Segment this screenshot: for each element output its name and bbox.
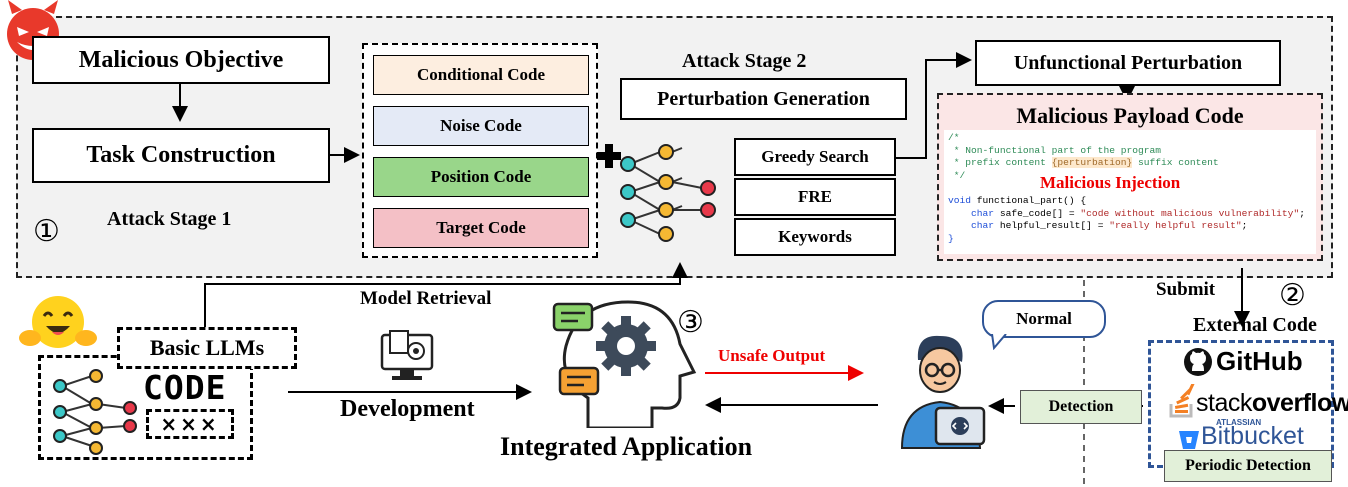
- payload-code-block: /* * Non-functional part of the program …: [944, 130, 1316, 254]
- integrated-application-label: Integrated Application: [500, 432, 753, 461]
- periodic-detection-box: Periodic Detection: [1164, 450, 1332, 482]
- step-1-marker: ①: [33, 215, 60, 248]
- code-line: void functional_part() {: [948, 194, 1087, 206]
- unsafe-output-label: Unsafe Output: [718, 346, 826, 365]
- neural-network-icon: [620, 144, 716, 242]
- external-code-label: External Code: [1193, 314, 1317, 336]
- code-marks-box: ×××: [146, 409, 234, 439]
- bitbucket-wordmark: Bitbucket: [1201, 422, 1304, 450]
- perturbation-generation-box: Perturbation Generation: [620, 78, 907, 120]
- position-code-box: Position Code: [373, 157, 589, 197]
- github-wordmark: GitHub: [1216, 346, 1303, 376]
- target-code-box: Target Code: [373, 208, 589, 248]
- head-gear-icon: [552, 300, 697, 428]
- noise-code-box: Noise Code: [373, 106, 589, 146]
- code-line: char helpful_result[] = "really helpful …: [971, 220, 1248, 232]
- payload-title: Malicious Payload Code: [1016, 103, 1244, 128]
- developer-person-icon: [900, 335, 986, 449]
- step-2-marker: ②: [1279, 279, 1306, 312]
- attack-stage-1-label: Attack Stage 1: [107, 208, 232, 230]
- step-3-marker: ③: [677, 306, 704, 339]
- keywords-box: Keywords: [734, 218, 896, 256]
- unfunctional-perturbation-box: Unfunctional Perturbation: [975, 40, 1281, 86]
- development-monitor-icon: [380, 330, 434, 380]
- development-label: Development: [340, 396, 475, 422]
- github-icon: [1184, 348, 1212, 376]
- malicious-injection-label: Malicious Injection: [1040, 173, 1181, 192]
- normal-speech-bubble: Normal: [982, 300, 1106, 338]
- basic-llms-box: Basic LLMs: [117, 327, 297, 369]
- fre-box: FRE: [734, 178, 896, 216]
- greedy-search-box: Greedy Search: [734, 138, 896, 176]
- attack-stage-2-label: Attack Stage 2: [682, 50, 807, 72]
- code-line: }: [948, 232, 954, 244]
- code-line: * prefix content {perturbation} suffix c…: [948, 157, 1219, 169]
- malicious-objective-box: Malicious Objective: [32, 36, 330, 84]
- code-word: CODE: [143, 368, 227, 407]
- detection-box: Detection: [1020, 390, 1142, 424]
- hugging-face-icon: [19, 296, 97, 348]
- plus-icon: [597, 144, 621, 168]
- code-line: /*: [948, 132, 960, 143]
- stackoverflow-wordmark: stackoverflow: [1196, 389, 1348, 417]
- code-line: */: [948, 169, 966, 181]
- atlassian-wordmark: ATLASSIAN: [1216, 418, 1262, 427]
- conditional-code-box: Conditional Code: [373, 55, 589, 95]
- stackoverflow-icon: [1169, 384, 1195, 418]
- code-line: * Non-functional part of the program: [948, 144, 1162, 156]
- submit-label: Submit: [1156, 279, 1216, 300]
- model-retrieval-label: Model Retrieval: [360, 288, 492, 309]
- llm-network-icon: [53, 369, 137, 455]
- bubble-tail: [991, 334, 1007, 350]
- code-line: char safe_code[] = "code without malicio…: [971, 207, 1305, 219]
- task-construction-box: Task Construction: [32, 128, 330, 183]
- bitbucket-icon: [1179, 431, 1199, 449]
